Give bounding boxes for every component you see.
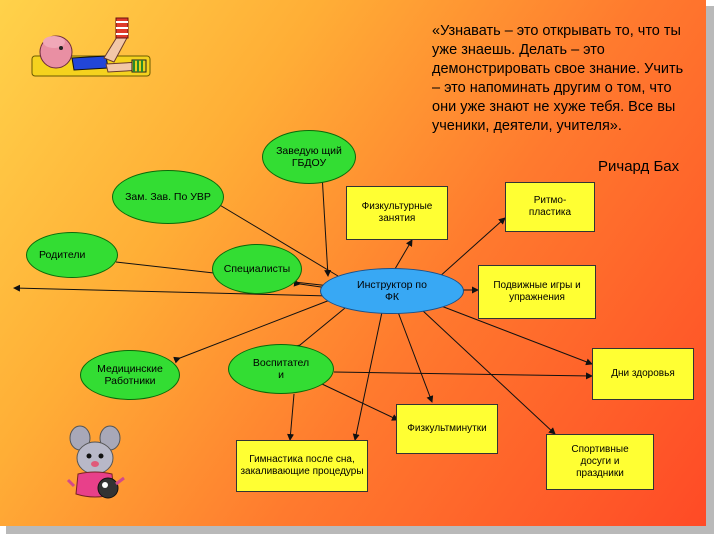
box-pe-classes: Физкультурные занятия: [346, 186, 448, 240]
box-sports-leisure: Спортивные досуги и праздники: [546, 434, 654, 490]
box-gymnastics: Гимнастика после сна, закаливающие проце…: [236, 440, 368, 492]
mouse-clipart: [66, 425, 125, 499]
link-deputy-to-center: [211, 197, 339, 277]
node-educators: Воспитател и: [228, 344, 334, 394]
link-educators-to-minutes: [321, 383, 399, 421]
link-center-to-minutes: [397, 311, 434, 403]
link-educators-to-center: [293, 307, 346, 352]
quote-text: «Узнавать – это открывать то, что ты уже…: [432, 23, 684, 134]
box-phys-minutes: Физкультминутки: [396, 404, 498, 454]
node-specialists: Специалисты: [212, 244, 302, 294]
link-center-to-sports: [421, 309, 556, 435]
link-medical-to-center: [173, 299, 331, 364]
slide-shadow-right: [706, 6, 714, 532]
node-head: Заведую щий ГБДОУ: [262, 130, 356, 184]
link-center-to-gymnastics: [352, 311, 383, 441]
link-educators-to-health: [333, 371, 593, 380]
link-head-to-center: [318, 167, 332, 277]
node-medical: Медицинские Работники: [80, 350, 180, 400]
box-rhythmic: Ритмо- пластика: [505, 182, 595, 232]
link-center-to-rhythmic: [437, 217, 506, 279]
link-center-to-health: [435, 303, 593, 366]
quote-author: Ричард Бах: [598, 158, 680, 175]
node-center: Инструктор по ФК: [320, 268, 464, 314]
exercising-child-clipart: [31, 17, 151, 77]
box-outdoor-games: Подвижные игры и упражнения: [478, 265, 596, 319]
box-health-days: Дни здоровья: [592, 348, 694, 400]
node-parents: Родители: [26, 232, 118, 278]
link-parents-arrow: [13, 284, 331, 297]
slide-shadow-bottom: [6, 526, 714, 534]
link-educators-to-gymnastics: [287, 393, 295, 441]
node-deputy: Зам. Зав. По УВР: [112, 170, 224, 224]
